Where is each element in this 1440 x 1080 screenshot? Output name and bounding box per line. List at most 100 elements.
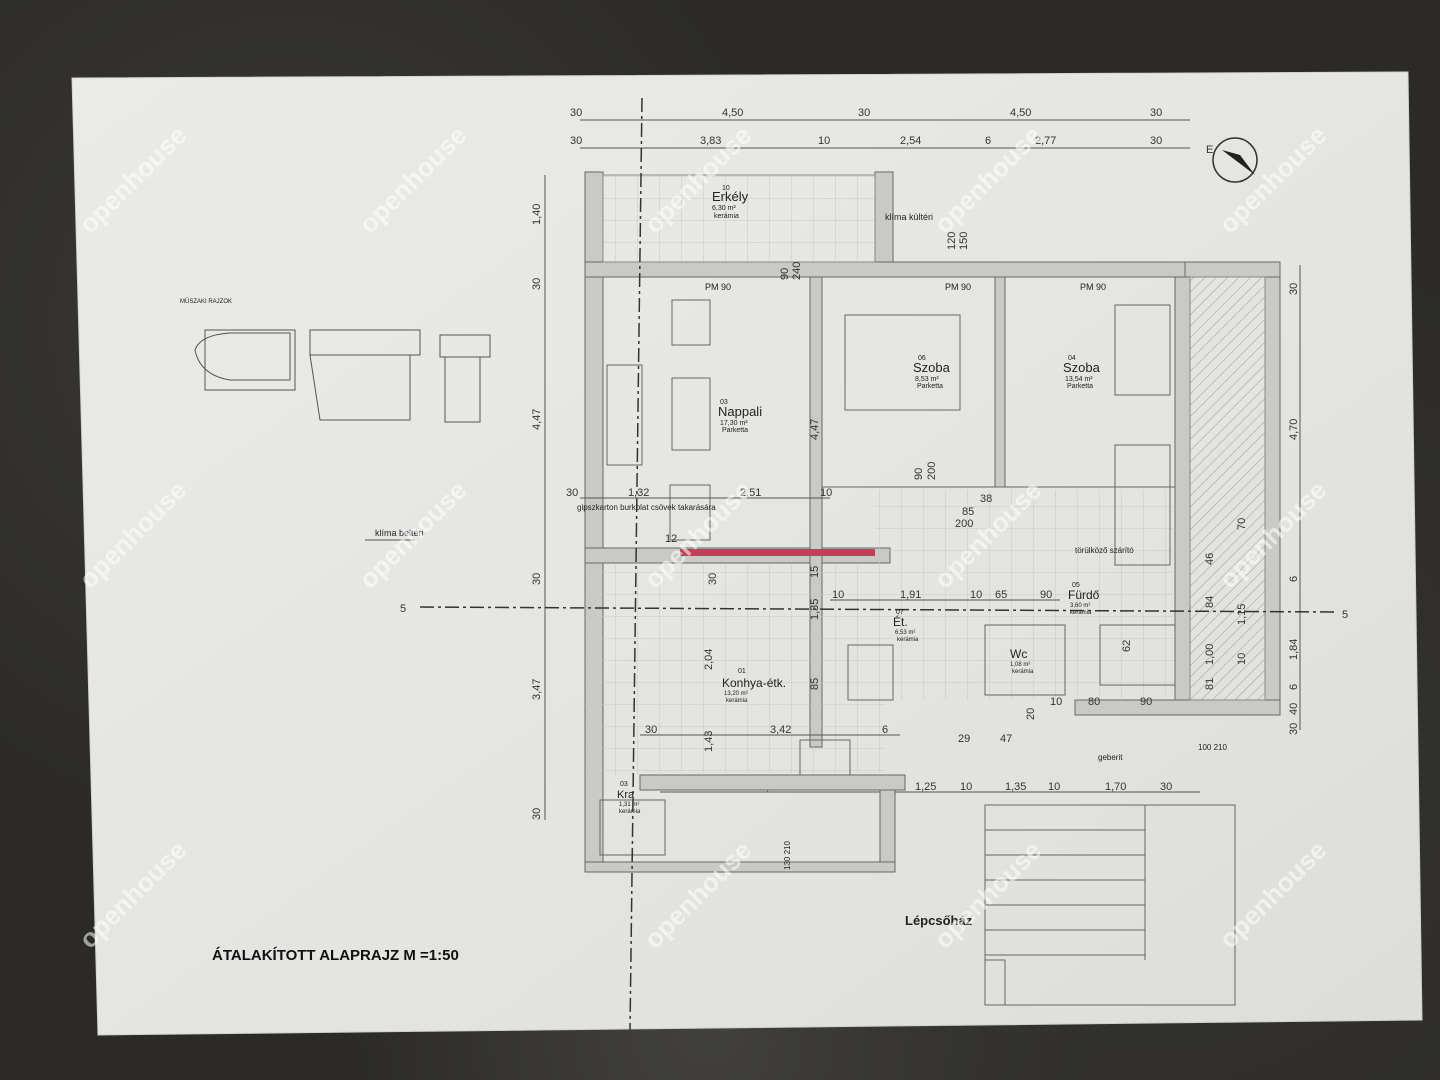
- svg-text:Szoba: Szoba: [913, 360, 951, 375]
- dim-inner-b2: 10: [970, 589, 982, 601]
- dim-right-2: 6: [1288, 576, 1300, 582]
- dim-misc-19: 90: [913, 468, 925, 480]
- section-lines: [419, 97, 1336, 1031]
- dim-inner-a2: 2,51: [740, 487, 761, 499]
- dim-inner-v2: 1,35: [809, 599, 821, 620]
- svg-text:03: 03: [620, 781, 628, 788]
- dim-misc-22: 240: [791, 262, 803, 280]
- dim-misc-24: 150: [958, 232, 970, 250]
- room-nappali: 03 Nappali 17,30 m² Parketta: [718, 399, 762, 434]
- dim-inner-v3: 85: [809, 678, 821, 690]
- dim-left-2: 4,47: [531, 409, 543, 430]
- dim-misc-14: 46: [1204, 553, 1216, 565]
- shaft-hatch: [1189, 276, 1266, 701]
- dim-misc-12: 81: [1204, 678, 1216, 690]
- muszaki-rajzok-label: MŰSZAKI RAJZOK: [180, 298, 232, 305]
- svg-text:E: E: [1206, 144, 1213, 156]
- dim-misc-5: 90: [1140, 696, 1152, 708]
- svg-text:Ét.: Ét.: [893, 614, 908, 629]
- svg-text:01: 01: [738, 668, 746, 675]
- dim-top1-3: 4,50: [1010, 107, 1031, 119]
- north-arrow-icon: E: [1206, 137, 1258, 183]
- dim-misc-16: 38: [980, 493, 992, 505]
- dim-misc-20: 200: [926, 462, 938, 480]
- dim-top1-2: 30: [858, 107, 870, 119]
- dim-right-1: 4,70: [1288, 419, 1300, 440]
- technical-drawings: [194, 329, 491, 423]
- section-mark-left: 5: [400, 603, 406, 615]
- dim-left-1: 30: [531, 278, 543, 290]
- dim-inner-c3: 6: [882, 724, 888, 736]
- dim-misc-17: 85: [962, 506, 974, 518]
- svg-text:kerámia: kerámia: [619, 809, 641, 815]
- hall-tiles: [875, 490, 1175, 700]
- svg-text:kerámia: kerámia: [1012, 669, 1034, 675]
- dim-inner-b0: 10: [832, 589, 844, 601]
- dim-inner-a0: 30: [566, 487, 578, 499]
- left-dimensions: 1,40 30 4,47 30 3,47 30: [531, 204, 543, 820]
- dim-inner-c0: 30: [645, 724, 657, 736]
- svg-text:1,08 m²: 1,08 m²: [1010, 662, 1030, 668]
- gipszkarton-note: gipszkarton burkolat csövek takarására: [577, 503, 716, 512]
- dim-misc-9: 1,00: [1204, 644, 1216, 665]
- dim-misc-6: 62: [1121, 640, 1133, 652]
- dim-inner-v4: 15: [809, 566, 821, 578]
- svg-text:17,30 m²: 17,30 m²: [720, 420, 748, 427]
- dim-inner-v1: 2,04: [703, 649, 715, 670]
- top-dimensions-row-2: 30 3,83 10 2,54 6 2,77 30: [570, 135, 1162, 147]
- pm90-label-3: PM 90: [1080, 282, 1106, 292]
- inner-dimensions: 30 1,32 2,51 10 10 1,91 10 65 90 30 1,43…: [566, 232, 1248, 752]
- dim-misc-4: 80: [1088, 696, 1100, 708]
- svg-text:3,60 m²: 3,60 m²: [1070, 603, 1090, 609]
- svg-text:Parketta: Parketta: [917, 383, 943, 390]
- dim-misc-15: 70: [1236, 518, 1248, 530]
- svg-text:kerámia: kerámia: [897, 637, 919, 643]
- dim-right-0: 30: [1288, 283, 1300, 295]
- svg-text:Nappali: Nappali: [718, 404, 762, 419]
- dim-misc-8: 10: [1050, 696, 1062, 708]
- dim-misc-0: 12: [665, 533, 677, 545]
- svg-text:Parketta: Parketta: [1067, 383, 1093, 390]
- svg-text:07: 07: [896, 609, 904, 616]
- room-szoba-2: 04 Szoba 13,54 m² Parketta: [1063, 355, 1101, 390]
- dim-top2-4: 6: [985, 135, 991, 147]
- dim-top1-4: 30: [1150, 107, 1162, 119]
- dimension-lines: [544, 119, 1301, 820]
- dim-top2-5: 2,77: [1035, 135, 1056, 147]
- svg-text:04: 04: [1068, 355, 1076, 362]
- dim-right-6: 30: [1288, 723, 1300, 735]
- dim-left-0: 1,40: [531, 204, 543, 225]
- removed-wall-marker: [680, 549, 875, 556]
- dim-misc-21: 90: [779, 268, 791, 280]
- room-konyha: 01 Konhya-étk. 13,20 m² kerámia: [722, 668, 786, 704]
- pm90-label-1: PM 90: [705, 282, 731, 292]
- dim-misc-2: 29: [958, 733, 970, 745]
- dim-misc-1: 30: [707, 573, 719, 585]
- balcony-floor: [602, 174, 876, 263]
- staircase: [984, 804, 1236, 1006]
- svg-text:Parketta: Parketta: [722, 427, 748, 434]
- room-et: 07 Ét. 6,53 m² kerámia: [893, 609, 919, 643]
- svg-text:05: 05: [1072, 582, 1080, 589]
- dim-top2-6: 30: [1150, 135, 1162, 147]
- plan-title: ÁTALAKÍTOTT ALAPRAJZ M =1:50: [212, 947, 459, 964]
- dim-inner-b4: 90: [1040, 589, 1052, 601]
- right-dimensions: 30 4,70 6 1,84 6 40 30: [1288, 283, 1300, 735]
- klima-kulteri-note: klíma kültéri: [885, 212, 933, 222]
- dim-misc-23: 120: [946, 232, 958, 250]
- svg-text:Fürdő: Fürdő: [1068, 588, 1100, 602]
- svg-text:6,53 m²: 6,53 m²: [895, 630, 915, 636]
- dim-bottom-2: 10: [960, 781, 972, 793]
- svg-text:kerámia: kerámia: [714, 213, 739, 220]
- dim-bottom-1: 1,25: [915, 781, 936, 793]
- door-130-210: 130 210: [783, 841, 792, 870]
- dim-inner-a3: 10: [820, 487, 832, 499]
- pm90-label-2: PM 90: [945, 282, 971, 292]
- torulkozo-note: törülköző szárító: [1075, 546, 1134, 555]
- dim-left-4: 3,47: [531, 679, 543, 700]
- svg-text:kerámia: kerámia: [726, 698, 748, 704]
- dim-right-3: 1,84: [1288, 639, 1300, 660]
- svg-text:10: 10: [722, 185, 730, 192]
